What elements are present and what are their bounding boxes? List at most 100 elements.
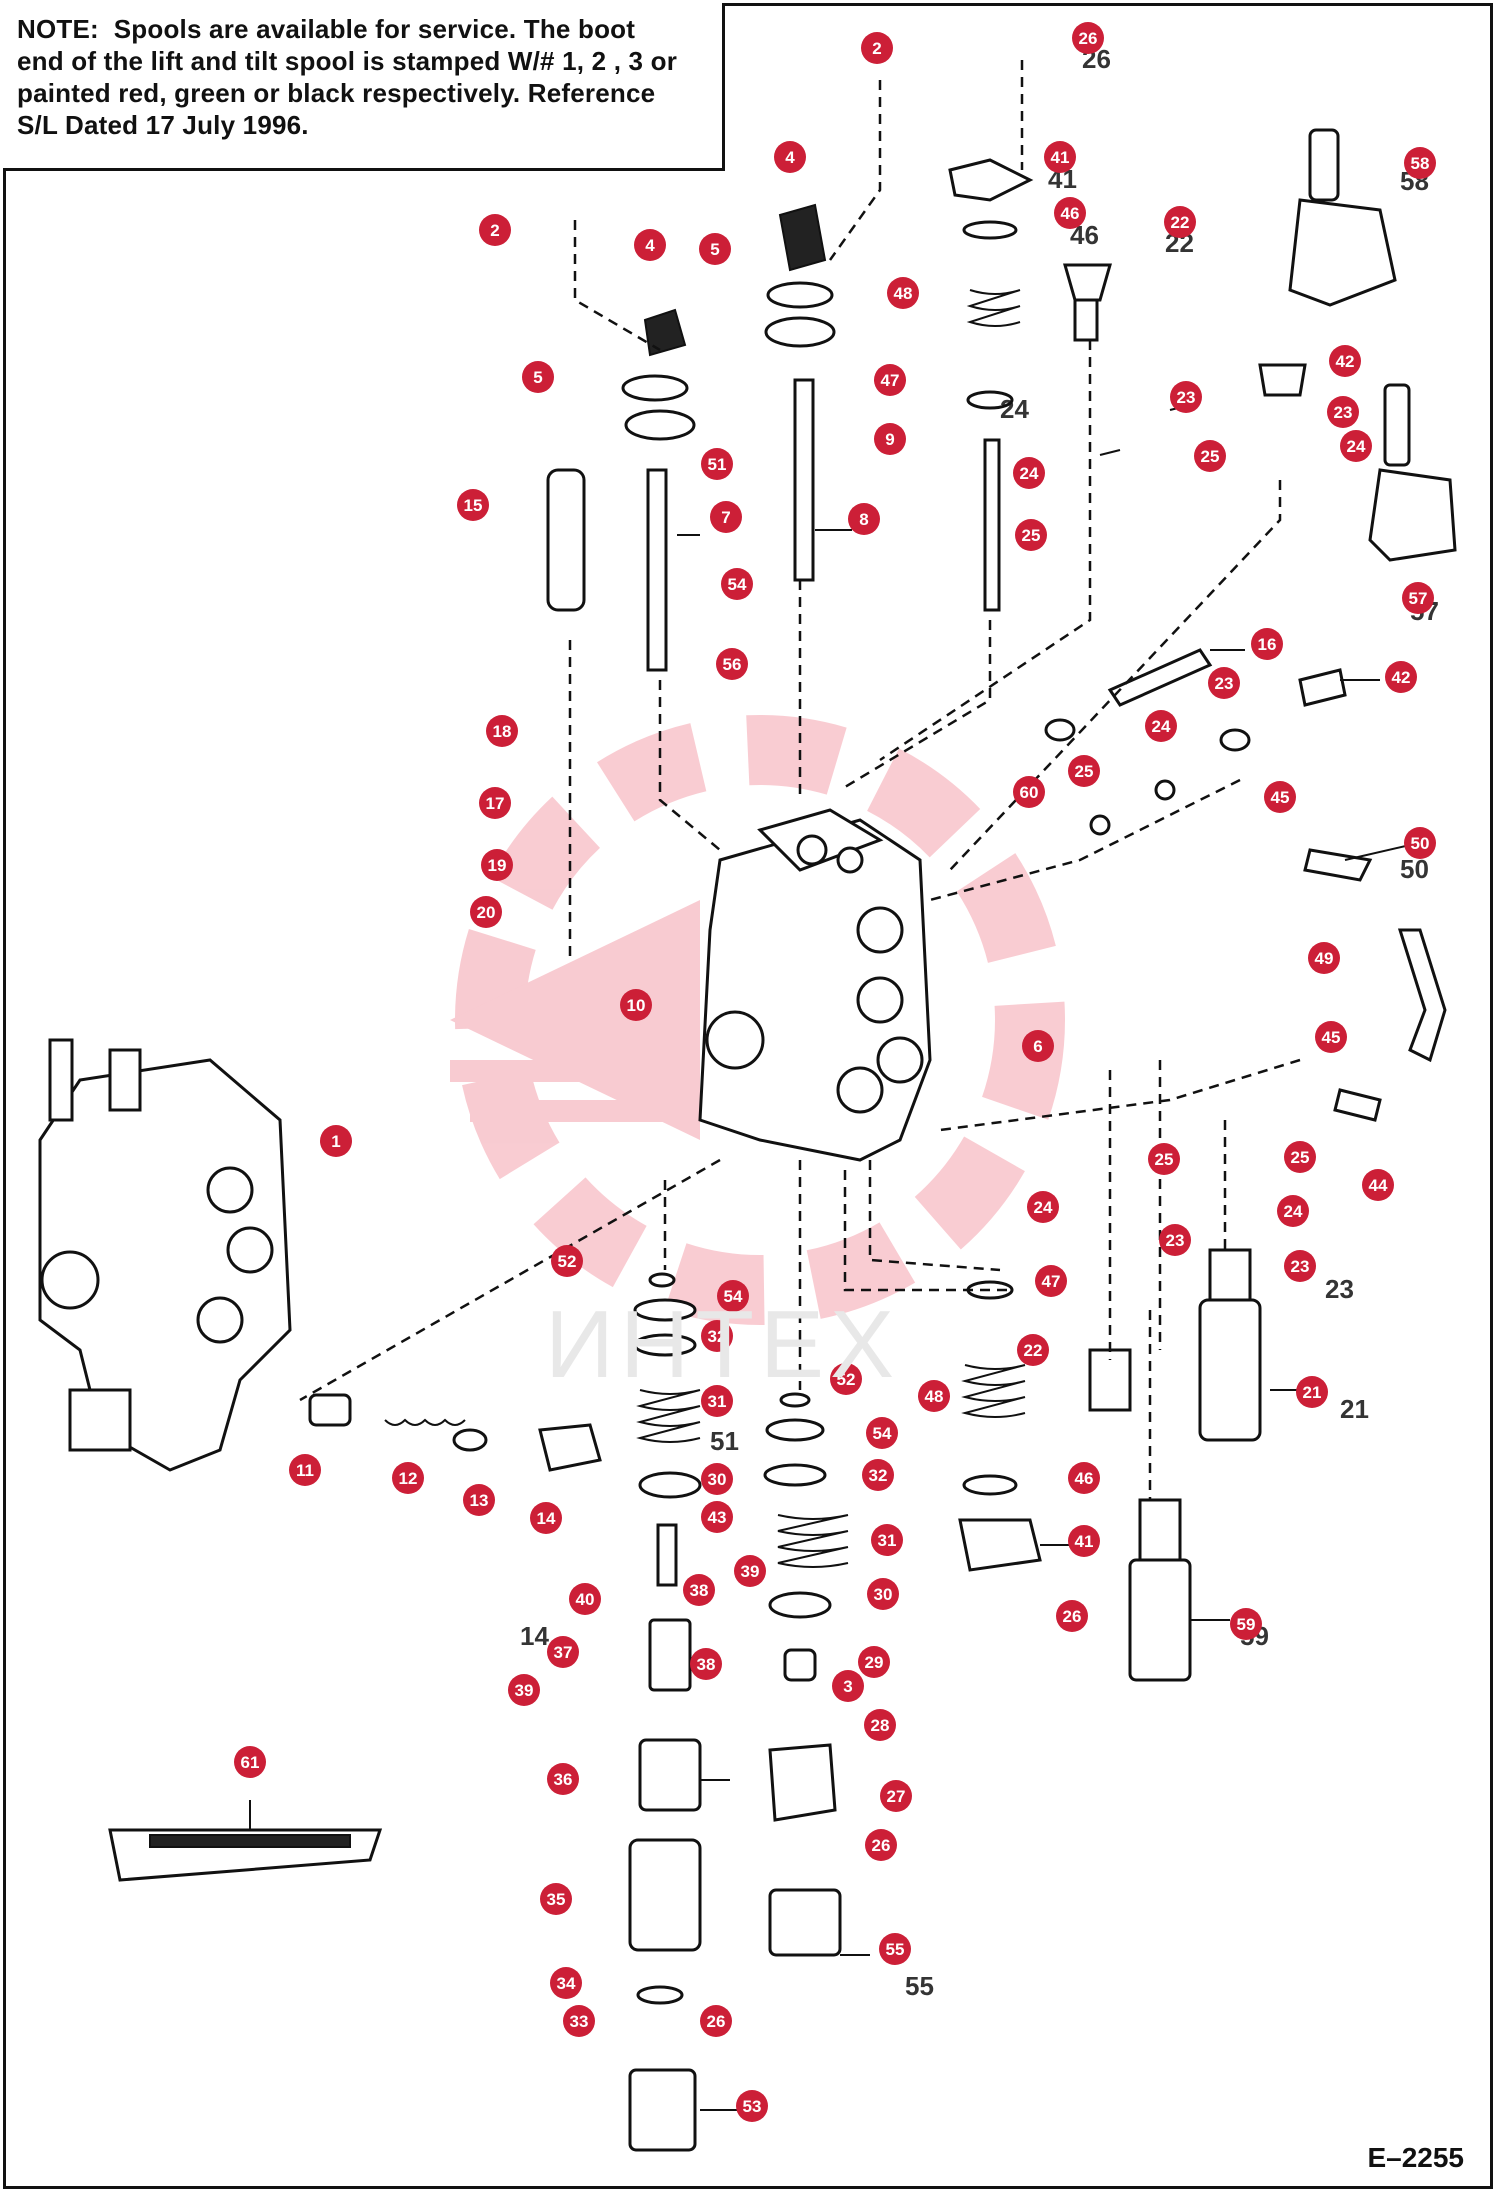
callout-marker[interactable]: 41 — [1044, 141, 1076, 173]
callout-marker[interactable]: 41 — [1068, 1525, 1100, 1557]
callout-marker[interactable]: 11 — [289, 1454, 321, 1486]
callout-marker[interactable]: 23 — [1208, 667, 1240, 699]
callout-marker[interactable]: 55 — [879, 1933, 911, 1965]
callout-marker[interactable]: 13 — [463, 1484, 495, 1516]
callout-marker[interactable]: 48 — [918, 1380, 950, 1412]
callout-marker[interactable]: 31 — [871, 1524, 903, 1556]
callout-marker[interactable]: 52 — [551, 1245, 583, 1277]
callout-marker[interactable]: 14 — [530, 1502, 562, 1534]
callout-marker[interactable]: 1 — [320, 1125, 352, 1157]
callout-marker[interactable]: 26 — [1056, 1600, 1088, 1632]
callout-marker[interactable]: 19 — [481, 849, 513, 881]
callout-marker[interactable]: 42 — [1329, 345, 1361, 377]
callout-marker[interactable]: 22 — [1017, 1334, 1049, 1366]
callout-marker[interactable]: 5 — [699, 233, 731, 265]
callout-marker[interactable]: 5 — [522, 361, 554, 393]
callout-marker[interactable]: 3 — [832, 1670, 864, 1702]
callout-marker[interactable]: 59 — [1230, 1608, 1262, 1640]
callout-marker[interactable]: 23 — [1284, 1250, 1316, 1282]
callout-marker[interactable]: 60 — [1013, 776, 1045, 808]
callout-marker[interactable]: 30 — [867, 1578, 899, 1610]
callout-marker[interactable]: 25 — [1148, 1143, 1180, 1175]
callout-marker[interactable]: 31 — [701, 1385, 733, 1417]
callout-marker[interactable]: 2 — [861, 32, 893, 64]
svg-text:12: 12 — [399, 1469, 418, 1488]
svg-text:52: 52 — [837, 1370, 856, 1389]
callout-marker[interactable]: 52 — [830, 1363, 862, 1395]
callout-marker[interactable]: 29 — [858, 1646, 890, 1678]
callout-marker[interactable]: 38 — [690, 1648, 722, 1680]
callout-marker[interactable]: 23 — [1170, 381, 1202, 413]
callout-marker[interactable]: 16 — [1251, 628, 1283, 660]
callout-marker[interactable]: 22 — [1164, 206, 1196, 238]
callout-marker[interactable]: 46 — [1054, 197, 1086, 229]
callout-marker[interactable]: 7 — [710, 501, 742, 533]
callout-marker[interactable]: 25 — [1284, 1141, 1316, 1173]
callout-marker[interactable]: 26 — [1072, 22, 1104, 54]
callout-marker[interactable]: 56 — [716, 648, 748, 680]
callout-marker[interactable]: 32 — [862, 1459, 894, 1491]
callout-marker[interactable]: 21 — [1296, 1376, 1328, 1408]
callout-marker[interactable]: 2 — [479, 214, 511, 246]
callout-marker[interactable]: 42 — [1385, 661, 1417, 693]
callout-marker[interactable]: 57 — [1402, 582, 1434, 614]
callout-marker[interactable]: 9 — [874, 423, 906, 455]
callout-marker[interactable]: 46 — [1068, 1462, 1100, 1494]
callout-marker[interactable]: 37 — [547, 1636, 579, 1668]
callout-marker[interactable]: 54 — [717, 1280, 749, 1312]
callout-marker[interactable]: 24 — [1340, 430, 1372, 462]
callout-marker[interactable]: 30 — [701, 1463, 733, 1495]
callout-marker[interactable]: 17 — [479, 787, 511, 819]
callout-marker[interactable]: 25 — [1015, 519, 1047, 551]
callout-marker[interactable]: 40 — [569, 1583, 601, 1615]
callout-marker[interactable]: 33 — [563, 2005, 595, 2037]
callout-marker[interactable]: 4 — [634, 229, 666, 261]
callout-marker[interactable]: 24 — [1145, 710, 1177, 742]
callout-marker[interactable]: 45 — [1264, 781, 1296, 813]
callout-marker[interactable]: 49 — [1308, 942, 1340, 974]
svg-text:24: 24 — [1020, 464, 1039, 483]
callout-marker[interactable]: 28 — [864, 1709, 896, 1741]
callout-marker[interactable]: 47 — [874, 364, 906, 396]
callout-marker[interactable]: 24 — [1013, 457, 1045, 489]
callout-marker[interactable]: 43 — [701, 1501, 733, 1533]
callout-marker[interactable]: 23 — [1159, 1224, 1191, 1256]
callout-marker[interactable]: 39 — [734, 1555, 766, 1587]
callout-marker[interactable]: 51 — [701, 448, 733, 480]
callout-marker[interactable]: 26 — [700, 2005, 732, 2037]
callout-marker[interactable]: 44 — [1362, 1169, 1394, 1201]
callout-marker[interactable]: 48 — [887, 277, 919, 309]
callout-marker[interactable]: 35 — [540, 1883, 572, 1915]
callout-marker[interactable]: 54 — [721, 568, 753, 600]
callout-marker[interactable]: 47 — [1035, 1265, 1067, 1297]
callout-marker[interactable]: 36 — [547, 1763, 579, 1795]
callout-marker[interactable]: 32 — [701, 1320, 733, 1352]
callout-marker[interactable]: 8 — [848, 503, 880, 535]
svg-text:55: 55 — [905, 1971, 934, 2001]
callout-marker[interactable]: 54 — [866, 1417, 898, 1449]
callout-marker[interactable]: 45 — [1315, 1021, 1347, 1053]
callout-marker[interactable]: 26 — [865, 1829, 897, 1861]
callout-marker[interactable]: 53 — [736, 2090, 768, 2122]
callout-marker[interactable]: 39 — [508, 1674, 540, 1706]
callout-marker[interactable]: 10 — [620, 989, 652, 1021]
callout-marker[interactable]: 38 — [683, 1574, 715, 1606]
callout-marker[interactable]: 15 — [457, 489, 489, 521]
callout-marker[interactable]: 4 — [774, 141, 806, 173]
callout-marker[interactable]: 50 — [1404, 827, 1436, 859]
callout-marker[interactable]: 6 — [1022, 1030, 1054, 1062]
callout-marker[interactable]: 27 — [880, 1780, 912, 1812]
svg-text:48: 48 — [894, 284, 913, 303]
callout-marker[interactable]: 18 — [486, 715, 518, 747]
callout-marker[interactable]: 61 — [234, 1746, 266, 1778]
callout-marker[interactable]: 20 — [470, 896, 502, 928]
callout-marker[interactable]: 25 — [1194, 440, 1226, 472]
callout-marker[interactable]: 24 — [1277, 1195, 1309, 1227]
callout-marker[interactable]: 23 — [1327, 396, 1359, 428]
callout-marker[interactable]: 25 — [1068, 755, 1100, 787]
callout-marker[interactable]: 12 — [392, 1462, 424, 1494]
callout-marker[interactable]: 24 — [1027, 1191, 1059, 1223]
callout-marker[interactable]: 58 — [1404, 147, 1436, 179]
callout-marker[interactable]: 34 — [550, 1967, 582, 1999]
